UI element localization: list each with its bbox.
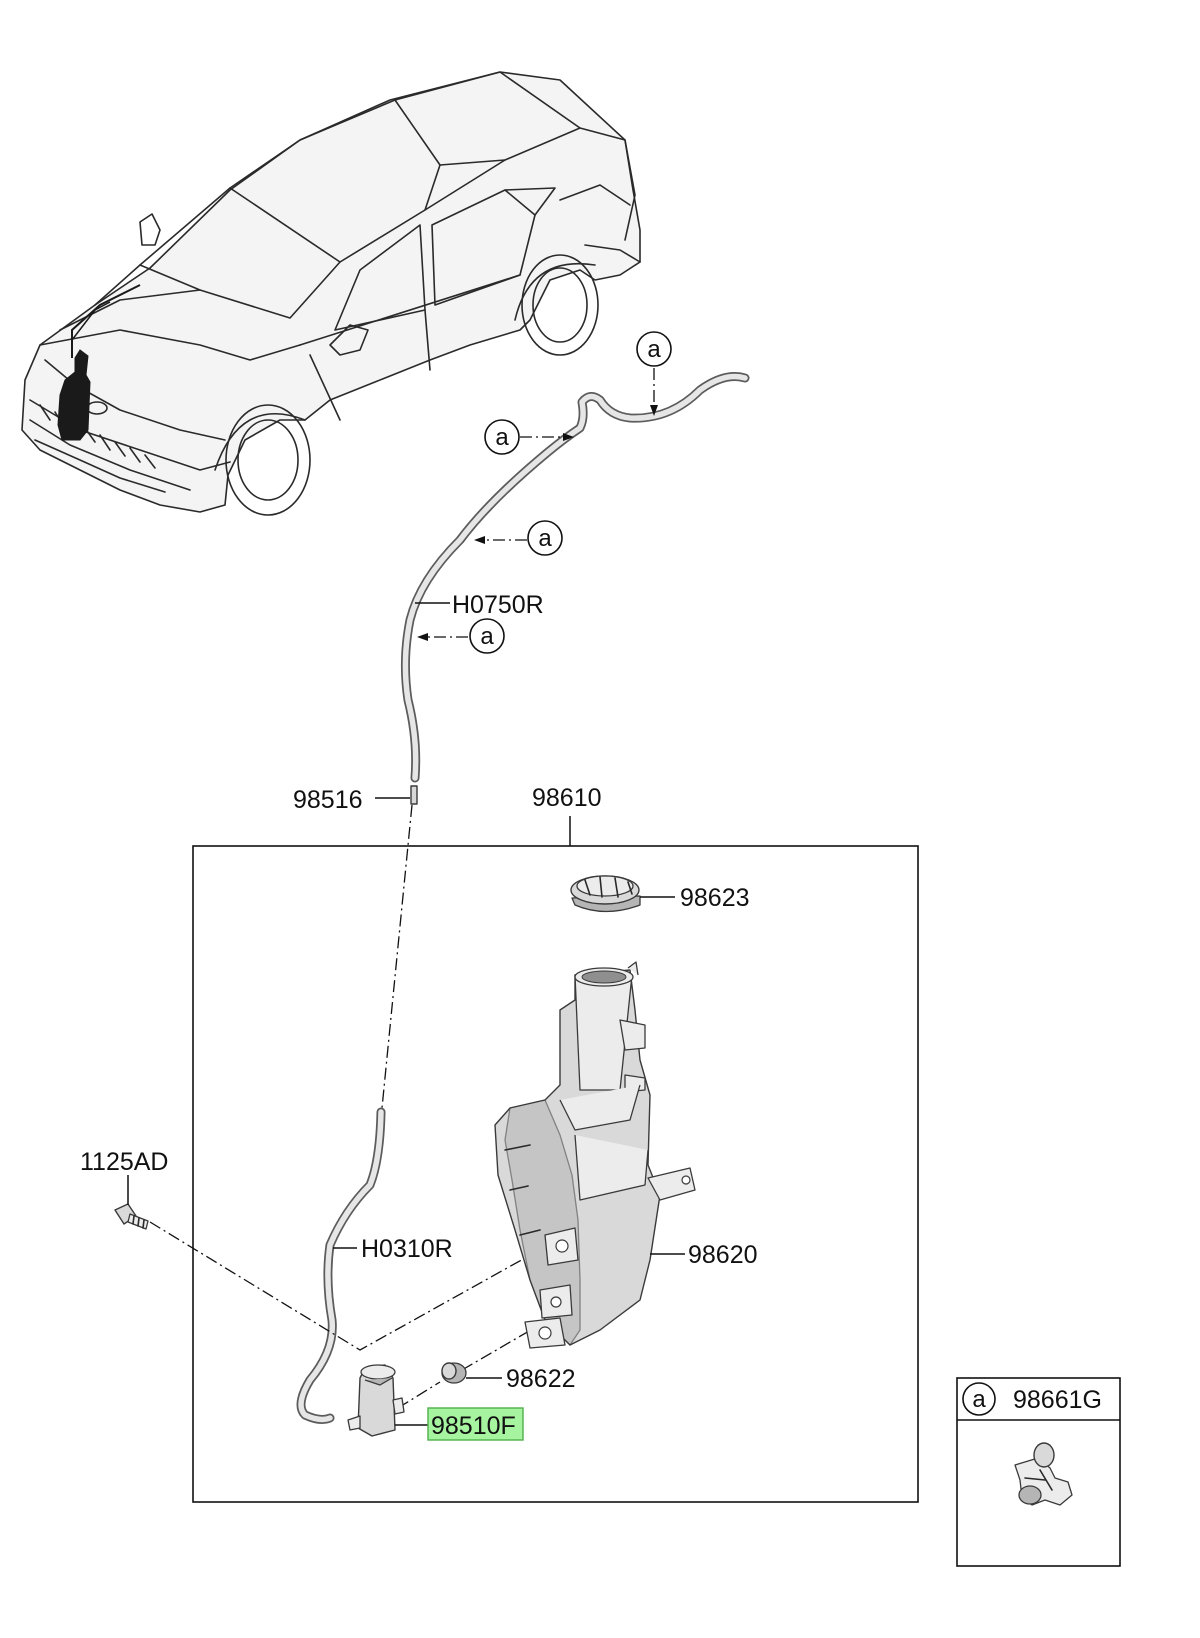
washer-pump-98510f	[347, 1364, 405, 1437]
bolt-1125ad	[114, 1203, 149, 1230]
hose-h0310r	[296, 1107, 386, 1424]
reference-circle-a-1: a	[636, 331, 672, 367]
svg-text:a: a	[538, 525, 552, 552]
label-98623: 98623	[680, 884, 750, 912]
reference-circle-a-3: a	[527, 520, 563, 556]
label-98622: 98622	[506, 1365, 576, 1393]
inset-ref-letter: a	[972, 1386, 986, 1413]
reservoir-cap-98623	[570, 875, 641, 913]
label-h0750r: H0750R	[452, 591, 544, 619]
hose-clip-icon	[1014, 1442, 1073, 1506]
highlight-box	[427, 1407, 524, 1441]
reference-circle-a-2: a	[484, 419, 520, 455]
assembly-frame-98610	[192, 845, 919, 1503]
highlighted-label-98510f[interactable]: 98510F	[427, 1407, 524, 1441]
washer-reservoir-98620	[494, 961, 696, 1349]
connector-98516	[410, 785, 418, 805]
reference-circle-a-4: a	[469, 618, 505, 654]
label-98620: 98620	[688, 1241, 758, 1269]
label-1125ad: 1125AD	[80, 1148, 169, 1176]
svg-text:a: a	[480, 623, 494, 650]
label-h0310r: H0310R	[361, 1235, 453, 1263]
svg-text:a: a	[647, 336, 661, 363]
grommet-98622	[441, 1362, 467, 1384]
svg-text:a: a	[495, 424, 509, 451]
label-leaders	[127, 602, 685, 1426]
inset-98661g: a 98661G	[956, 1377, 1121, 1567]
label-98661g: 98661G	[1013, 1386, 1102, 1414]
label-98510f: 98510F	[431, 1412, 516, 1440]
label-98610: 98610	[532, 784, 602, 812]
vehicle-illustration	[21, 71, 641, 516]
hose-h0750r	[400, 372, 750, 783]
label-98516: 98516	[293, 786, 363, 814]
